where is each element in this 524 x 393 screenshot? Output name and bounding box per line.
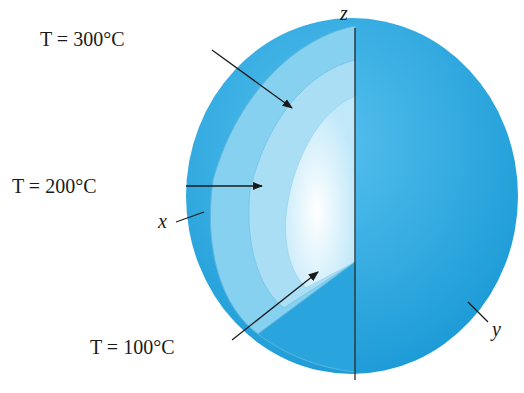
axis-label: y (492, 318, 501, 340)
leader-300 (212, 50, 292, 108)
temperature-label: T = 200°C (12, 175, 96, 197)
temperature-label: T = 100°C (90, 336, 174, 358)
axis-label: z (340, 2, 348, 24)
core-100 (285, 96, 355, 288)
leader-200 (186, 185, 262, 186)
axis-label: x (158, 210, 167, 232)
leader-y (468, 302, 488, 322)
z-axis (354, 28, 355, 380)
outer-sphere (186, 18, 518, 374)
shell-200 (249, 60, 355, 308)
leader-x (176, 212, 204, 222)
cut-face (258, 262, 355, 372)
leader-100 (232, 272, 318, 340)
temperature-label: T = 300°C (40, 28, 124, 50)
